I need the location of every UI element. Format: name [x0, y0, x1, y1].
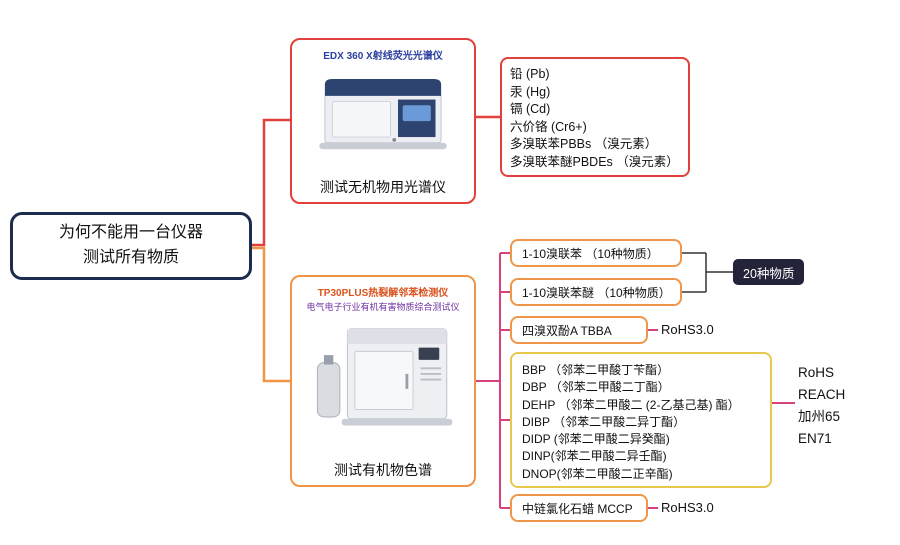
substance-item: 多溴联苯PBBs （溴元素） [510, 137, 658, 152]
inorganic-substances-list: 铅 (Pb) 汞 (Hg) 镉 (Cd) 六价铬 (Cr6+) 多溴联苯PBBs… [500, 57, 690, 177]
tp30plus-device-subtitle: 电气电子行业有机有害物质综合测试仪 [306, 302, 460, 312]
total-substances-badge: 20种物质 [733, 259, 805, 285]
pbb-node: 1-10溴联苯 （10种物质） [510, 239, 682, 267]
tbba-rohs-tag: RoHS3.0 [661, 322, 714, 337]
organic-branch-label: 测试有机物色谱 [334, 462, 432, 478]
organic-instrument-node: TP30PLUS热裂解邻苯检测仪 电气电子行业有机有害物质综合测试仪 测试有机物… [290, 275, 476, 487]
inorganic-instrument-node: EDX 360 X射线荧光光谱仪 测试无机物用光谱仪 [290, 38, 476, 204]
substance-item: 六价铬 (Cr6+) [510, 119, 587, 134]
regulations-list: RoHS REACH 加州65 EN71 [798, 362, 845, 450]
pbde-node: 1-10溴联苯醚 （10种物质） [510, 278, 682, 306]
regulation-item: EN71 [798, 431, 832, 446]
substance-item: 汞 (Hg) [510, 84, 551, 99]
tbba-node: 四溴双酚A TBBA [510, 316, 648, 344]
inorganic-branch-label: 测试无机物用光谱仪 [320, 179, 446, 195]
phthalate-item: DINP(邻苯二甲酸二异壬酯) [522, 449, 667, 464]
regulation-item: RoHS [798, 365, 835, 380]
xrf-device-title: EDX 360 X射线荧光光谱仪 [323, 51, 443, 62]
mccp-node: 中链氯化石蜡 MCCP [510, 494, 648, 522]
tp30plus-device-title: TP30PLUS热裂解邻苯检测仪 [317, 288, 449, 299]
phthalate-item: DNOP(邻苯二甲酸二正辛酯) [522, 466, 673, 481]
phthalate-item: DIBP （邻苯二甲酸二异丁酯） [522, 414, 686, 429]
regulation-item: 加州65 [798, 409, 841, 424]
regulation-item: REACH [798, 387, 846, 402]
xrf-spectrometer-image [319, 78, 447, 150]
mccp-rohs-tag: RoHS3.0 [661, 500, 714, 515]
phthalates-list: BBP （邻苯二甲酸丁苄酯） DBP （邻苯二甲酸二丁酯） DEHP （邻苯二甲… [510, 352, 772, 488]
root-title-line1: 为何不能用一台仪器 [58, 224, 203, 242]
substance-item: 镉 (Cd) [510, 102, 551, 117]
substance-item: 多溴联苯醚PBDEs （溴元素） [510, 154, 679, 169]
phthalate-item: DIDP (邻苯二甲酸二异癸酯) [522, 432, 670, 447]
root-question-node: 为何不能用一台仪器 测试所有物质 [10, 212, 252, 280]
phthalate-item: DEHP （邻苯二甲酸二 (2-乙基己基) 酯） [522, 397, 740, 412]
phthalate-item: BBP （邻苯二甲酸丁苄酯） [522, 363, 670, 377]
phthalate-item: DBP （邻苯二甲酸二丁酯） [522, 380, 670, 395]
substance-item: 铅 (Pb) [510, 67, 550, 81]
root-title-line2: 测试所有物质 [82, 249, 179, 266]
chromatograph-image [316, 328, 453, 426]
